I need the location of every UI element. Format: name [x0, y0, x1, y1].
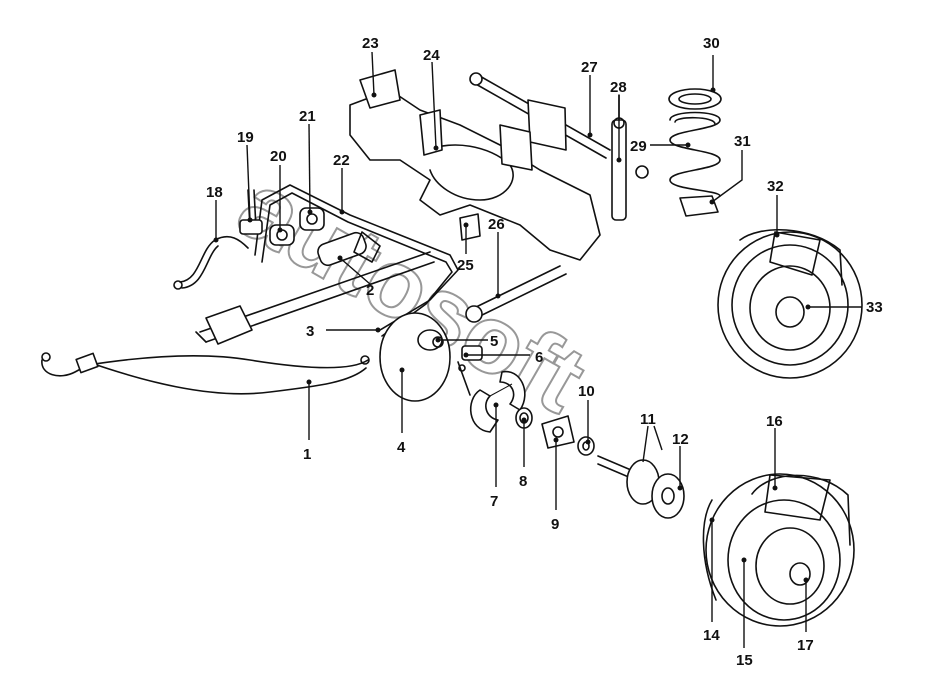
callout-29: 29 — [630, 138, 647, 155]
callout-25: 25 — [457, 257, 474, 274]
callout-16: 16 — [766, 413, 783, 430]
road-wheel — [702, 473, 855, 627]
callout-24: 24 — [423, 47, 440, 64]
callout-31: 31 — [734, 133, 751, 150]
callout-33: 33 — [866, 299, 883, 316]
callout-11: 11 — [640, 411, 656, 428]
callout-14: 14 — [703, 627, 720, 644]
callout-32: 32 — [767, 178, 784, 195]
tyre-tread-section — [751, 474, 851, 546]
spring-seat-upper — [668, 88, 722, 110]
callout-22: 22 — [333, 152, 350, 169]
lateral-rod — [465, 265, 567, 323]
spare-wheel — [717, 231, 863, 379]
callout-4: 4 — [397, 439, 406, 456]
callout-30: 30 — [703, 35, 720, 52]
leader-lines — [213, 51, 862, 648]
callout-19: 19 — [237, 129, 254, 146]
callout-7: 7 — [490, 493, 498, 510]
callout-10: 10 — [578, 383, 595, 400]
spare-wheel-cover — [739, 228, 843, 286]
callout-26: 26 — [488, 216, 505, 233]
bearing-hub — [541, 415, 575, 449]
callout-15: 15 — [736, 652, 753, 669]
callout-20: 20 — [270, 148, 287, 165]
callout-labels: 1 2 3 4 5 6 7 8 9 10 11 12 14 15 16 17 1… — [206, 35, 883, 669]
bushing-clamp-20 — [269, 224, 295, 246]
mounting-pads — [499, 99, 567, 171]
stabilizer-bar — [254, 184, 459, 337]
callout-6: 6 — [535, 349, 543, 366]
axle-shaft — [597, 455, 660, 505]
callout-3: 3 — [306, 323, 314, 340]
callout-17: 17 — [797, 637, 814, 654]
bushing-clamp-21 — [299, 207, 325, 231]
bump-stop — [459, 213, 481, 241]
spring-seat-lower — [679, 195, 719, 217]
callout-28: 28 — [610, 79, 627, 96]
callout-23: 23 — [362, 35, 379, 52]
callout-5: 5 — [490, 333, 498, 350]
callout-18: 18 — [206, 184, 223, 201]
callout-27: 27 — [581, 59, 598, 76]
callout-1: 1 — [303, 446, 311, 463]
washer — [577, 436, 595, 456]
brake-backing-plate — [379, 312, 451, 402]
callout-9: 9 — [551, 516, 559, 533]
callout-8: 8 — [519, 473, 527, 490]
parking-brake-cable — [41, 352, 370, 395]
coil-spring — [669, 111, 721, 197]
callout-2: 2 — [366, 282, 374, 299]
adjuster — [457, 361, 471, 396]
brake-shoes — [469, 370, 526, 433]
callout-12: 12 — [672, 431, 689, 448]
drive-shaft — [195, 231, 435, 345]
callout-21: 21 — [299, 108, 316, 125]
brake-drum — [651, 473, 685, 519]
